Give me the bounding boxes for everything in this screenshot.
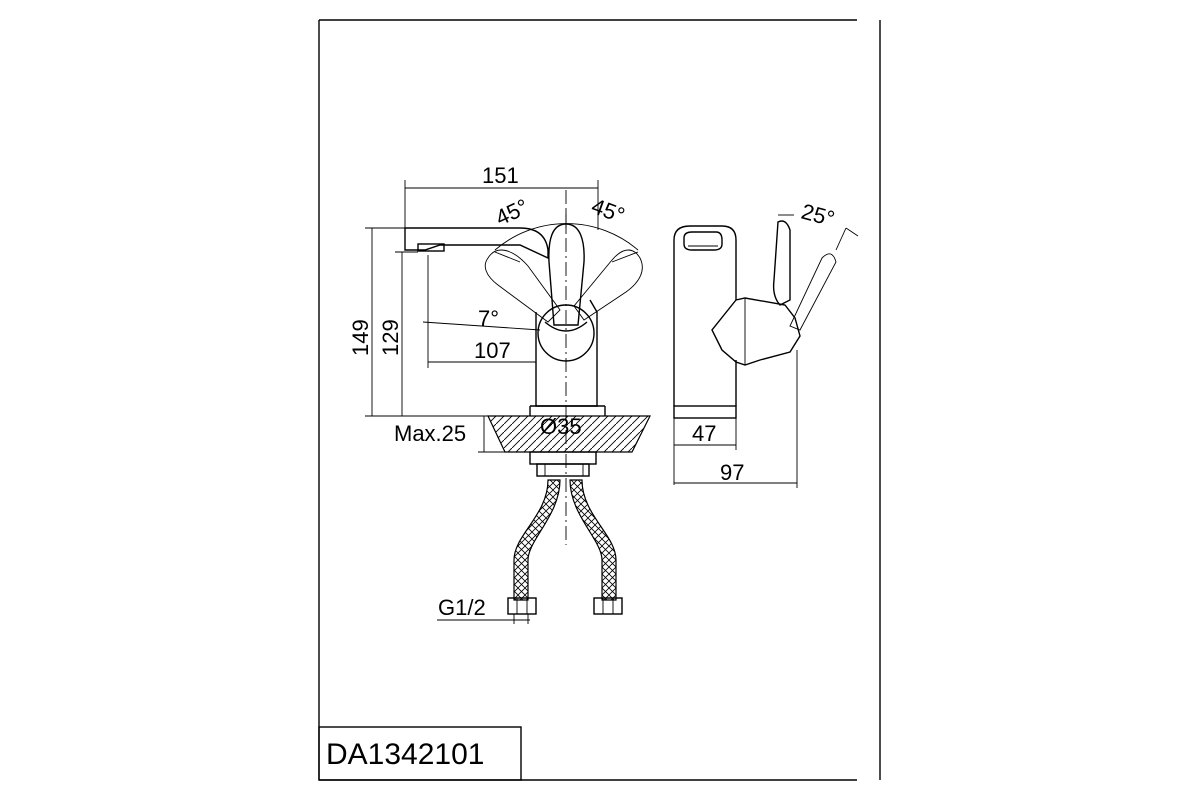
- front-view-dimensions: 151 149 129 107 7° 45° 45° Max.25 Ø35 G1…: [348, 163, 628, 624]
- sheet-frame: [318, 19, 881, 781]
- front-view-faucet: [404, 190, 651, 615]
- dim-spout-height: 129: [378, 319, 403, 356]
- dim-base-depth: 47: [692, 421, 716, 446]
- dim-width-total: 151: [482, 163, 519, 188]
- dim-base-diameter: Ø35: [540, 414, 582, 439]
- dim-spout-angle: 7°: [478, 306, 499, 331]
- dim-inlet-thread: G1/2: [438, 595, 486, 620]
- dim-total-depth: 97: [720, 460, 744, 485]
- model-code: DA1342101: [326, 738, 484, 771]
- dim-angle-right: 45°: [588, 193, 628, 228]
- dim-side-handle-angle: 25°: [799, 199, 838, 232]
- dim-angle-left: 45°: [492, 194, 533, 231]
- title-block: DA1342101: [318, 726, 522, 781]
- dim-height-total: 149: [348, 319, 373, 356]
- side-view-faucet: [673, 214, 859, 419]
- dim-spout-reach: 107: [474, 338, 511, 363]
- side-view-dimensions: 25° 47 97: [673, 199, 838, 488]
- dim-max-deck: Max.25: [394, 421, 466, 446]
